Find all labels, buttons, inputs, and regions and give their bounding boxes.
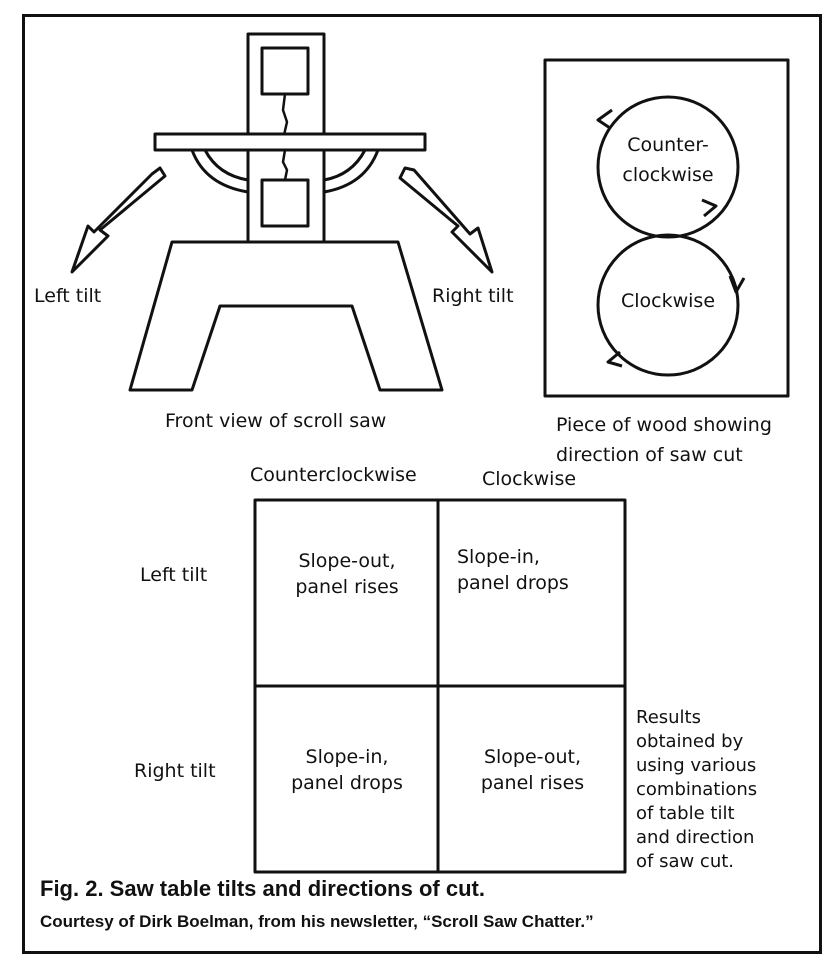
cw-label: Clockwise — [620, 290, 716, 312]
ccw-label: Counter- clockwise — [598, 130, 738, 190]
col-header-cw: Clockwise — [482, 468, 577, 490]
saw-table — [153, 132, 427, 152]
results-line: obtained by — [636, 731, 744, 752]
figure-caption-title: Fig. 2. Saw table tilts and directions o… — [40, 876, 485, 901]
results-line: Results — [636, 707, 701, 728]
ccw-arrowhead-bottom — [701, 198, 718, 218]
cell-left-cw: Slope-in, panel drops — [445, 544, 607, 596]
cw-circle — [596, 233, 740, 377]
cell-line: Slope-out, — [483, 746, 582, 768]
results-line: and direction — [636, 827, 755, 848]
wood-piece — [543, 58, 790, 398]
cell-left-ccw: Slope-out, panel rises — [262, 548, 432, 600]
cell-line: panel rises — [480, 772, 585, 794]
results-note: Results obtained by using various combin… — [636, 706, 757, 874]
cell-right-cw: Slope-out, panel rises — [445, 744, 620, 796]
wood-caption-line1: Piece of wood showing — [556, 414, 772, 436]
saw-right-trunnion — [323, 149, 380, 194]
ccw-arrowhead-top — [596, 108, 613, 130]
ccw-circle — [596, 95, 740, 239]
cell-line: panel rises — [295, 576, 399, 598]
right-tilt-label: Right tilt — [432, 285, 514, 307]
cell-line: Slope-in, — [305, 746, 389, 768]
results-line: of saw cut. — [636, 851, 735, 872]
cell-line: Slope-in, — [457, 546, 540, 568]
left-tilt-label: Left tilt — [34, 285, 102, 307]
results-line: of table tilt — [636, 803, 735, 824]
saw-blade-lower — [281, 149, 289, 181]
figure-frame — [22, 14, 822, 954]
saw-left-trunnion — [190, 149, 249, 194]
wood-caption: Piece of wood showing direction of saw c… — [556, 410, 772, 470]
results-line: using various — [636, 755, 757, 776]
cell-line: panel drops — [457, 572, 569, 594]
saw-blade-upper — [281, 93, 289, 136]
ccw-label-line2: clockwise — [622, 164, 714, 186]
left-tilt-arrow — [70, 166, 167, 274]
row-header-left-tilt: Left tilt — [140, 564, 208, 586]
wood-caption-line2: direction of saw cut — [556, 444, 743, 466]
cw-arrowhead-left — [606, 350, 623, 368]
saw-base — [128, 240, 444, 392]
col-header-ccw: Counterclockwise — [250, 464, 417, 486]
results-line: combinations — [636, 779, 758, 800]
cell-line: Slope-out, — [298, 550, 396, 572]
cell-line: panel drops — [291, 772, 403, 794]
saw-caption: Front view of scroll saw — [165, 410, 387, 432]
cw-arrowhead-right — [728, 275, 746, 294]
row-header-right-tilt: Right tilt — [134, 760, 216, 782]
figure-caption-credit: Courtesy of Dirk Boelman, from his newsl… — [40, 912, 594, 931]
ccw-label-line1: Counter- — [627, 134, 709, 156]
cell-right-ccw: Slope-in, panel drops — [262, 744, 432, 796]
right-tilt-arrow — [398, 166, 494, 274]
